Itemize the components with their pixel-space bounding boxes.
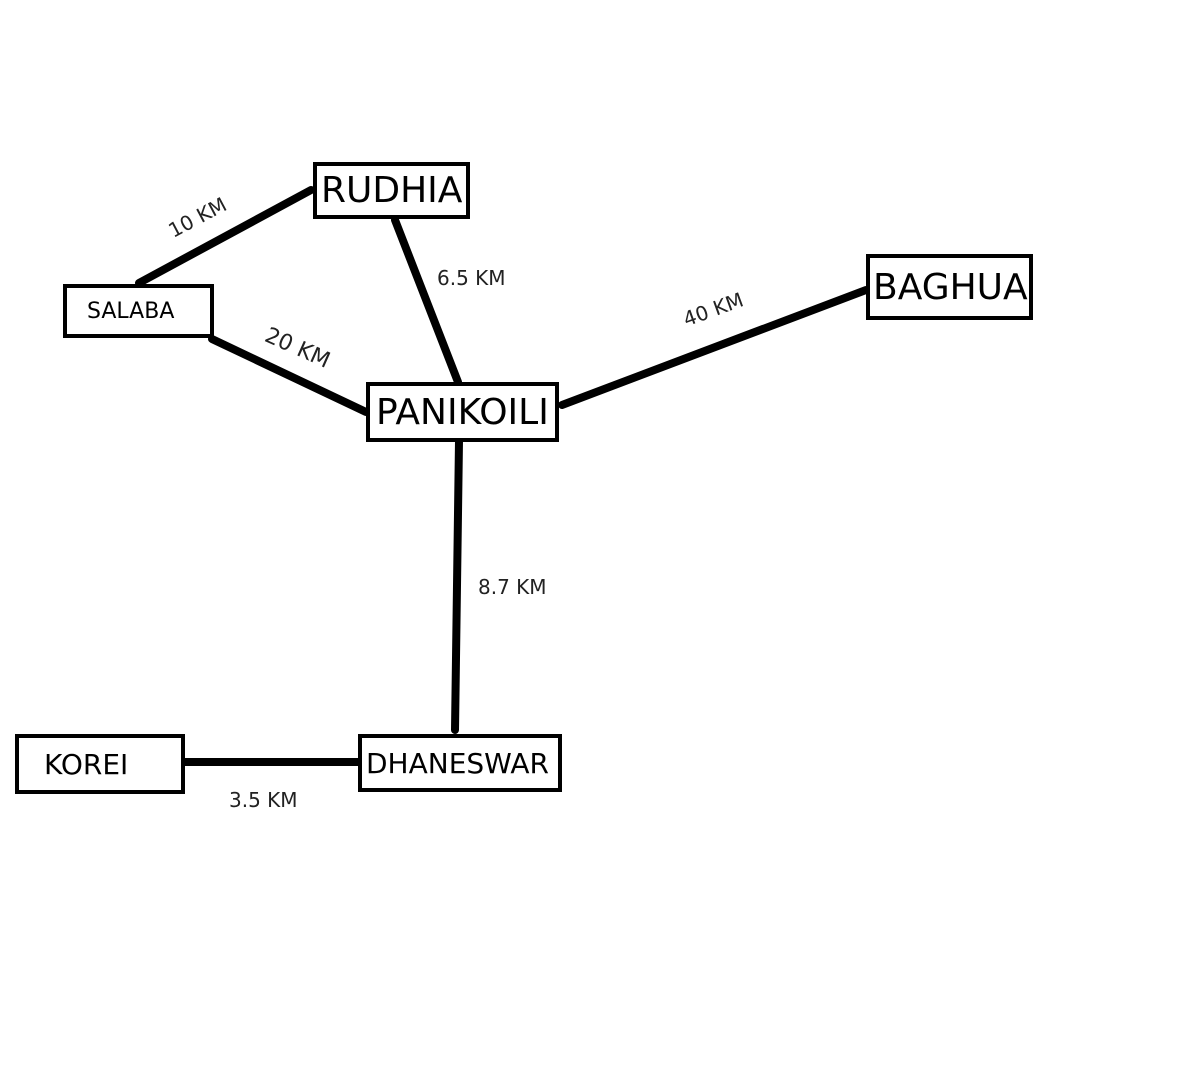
node-label: DHANESWAR [366, 746, 549, 780]
edge-label-panikoili-dhaneswar: 8.7 KM [478, 575, 547, 599]
node-label: SALABA [87, 298, 175, 324]
edge-panikoili-dhaneswar [451, 437, 463, 734]
node-korei: KOREI [15, 734, 185, 794]
edge-panikoili-baghua [558, 286, 870, 409]
edge-rudhia-panikoili [391, 216, 462, 386]
node-dhaneswar: DHANESWAR [358, 734, 562, 792]
node-salaba: SALABA [63, 284, 214, 338]
edge-salaba-rudhia [135, 186, 315, 287]
node-baghua: BAGHUA [866, 254, 1033, 320]
node-label: RUDHIA [321, 170, 463, 211]
edge-label-korei-dhaneswar: 3.5 KM [229, 788, 298, 812]
node-rudhia: RUDHIA [313, 162, 470, 219]
node-label: BAGHUA [873, 266, 1028, 308]
node-panikoili: PANIKOILI [366, 382, 559, 442]
node-label: PANIKOILI [376, 391, 549, 433]
node-label: KOREI [44, 747, 129, 781]
edge-salaba-panikoili [208, 335, 370, 416]
edge-label-rudhia-panikoili: 6.5 KM [437, 266, 506, 290]
